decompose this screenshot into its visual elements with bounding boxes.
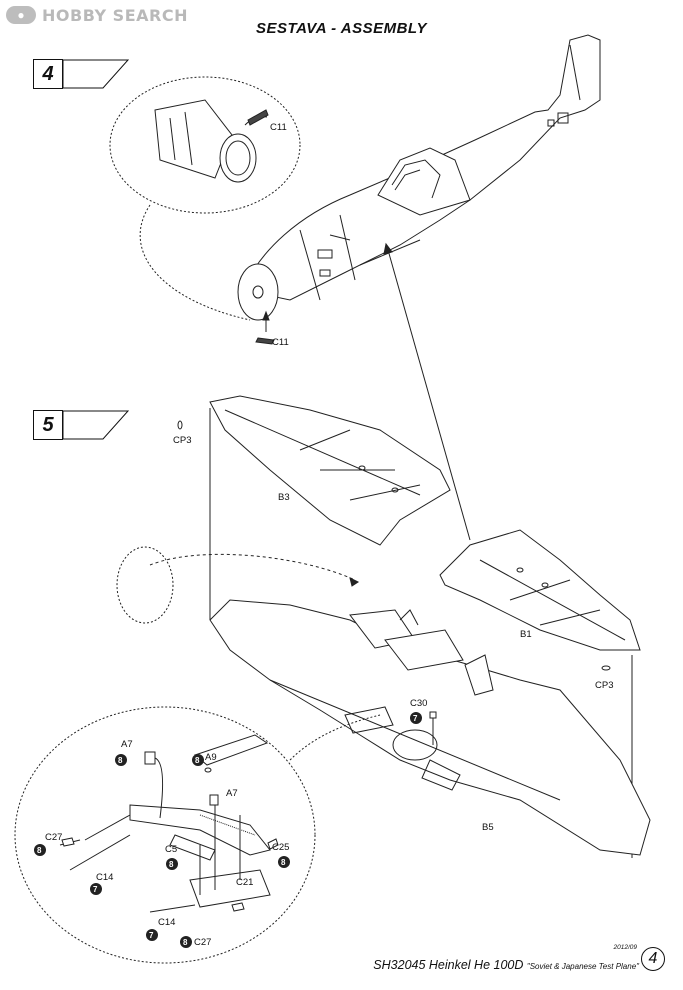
- label-cp3-left: CP3: [173, 435, 191, 446]
- propeller-outline: [116, 546, 174, 624]
- label-c27-bottom: C27: [194, 937, 211, 948]
- glue-mark-c14-bottom: 7: [146, 929, 158, 941]
- label-c27-left: C27: [45, 832, 62, 843]
- svg-text:8: 8: [183, 938, 188, 947]
- watermark-text: HOBBY SEARCH: [42, 5, 188, 25]
- detail-leader: [139, 204, 251, 321]
- label-c11-bottom: C11: [272, 337, 289, 348]
- step-tab-arrow-icon: [62, 59, 130, 89]
- step-number: 5: [33, 410, 63, 440]
- part-c11-top: [247, 109, 269, 126]
- cowling-detail: [154, 99, 268, 183]
- watermark-logo-icon: ●: [6, 6, 36, 24]
- label-b3: B3: [278, 492, 290, 503]
- label-a9: A9: [205, 752, 217, 763]
- step-number: 4: [33, 59, 63, 89]
- glue-mark-c25: 8: [278, 856, 290, 868]
- cockpit-leader: [289, 714, 381, 761]
- watermark: ● HOBBY SEARCH: [6, 4, 188, 26]
- label-a7-top: A7: [121, 739, 133, 750]
- label-c11-top: C11: [270, 122, 287, 133]
- svg-text:8: 8: [195, 756, 200, 765]
- svg-text:7: 7: [413, 714, 418, 723]
- step-tab-arrow-icon: [62, 410, 130, 440]
- label-c25: C25: [272, 842, 289, 853]
- part-c11-bottom: [255, 337, 275, 345]
- glue-mark-c27-bottom: 8: [180, 936, 192, 948]
- page-title: SESTAVA - ASSEMBLY: [256, 20, 427, 37]
- detail-circle-step4: [109, 76, 301, 214]
- part-cp3-right: [601, 665, 611, 671]
- footer-date: 2012/09: [613, 944, 638, 951]
- label-c14-top: C14: [96, 872, 113, 883]
- detail-circle-cockpit: [14, 706, 316, 964]
- glue-mark-a7-top: 8: [115, 754, 127, 766]
- label-c30: C30: [410, 698, 427, 709]
- label-cp3-right: CP3: [595, 680, 613, 691]
- label-b1: B1: [520, 629, 532, 640]
- svg-text:8: 8: [281, 858, 286, 867]
- step-4-tab: 4: [33, 59, 151, 89]
- step-5-tab: 5: [33, 410, 151, 440]
- glue-mark-c14-top: 7: [90, 883, 102, 895]
- svg-text:7: 7: [149, 931, 154, 940]
- svg-text:8: 8: [37, 846, 42, 855]
- glue-mark-c27-left: 8: [34, 844, 46, 856]
- glue-mark-a9: 8: [192, 754, 204, 766]
- label-a7-mid: A7: [226, 788, 238, 799]
- fuselage: [237, 34, 601, 321]
- label-c5: C5: [165, 844, 177, 855]
- product-name: SH32045 Heinkel He 100D: [373, 958, 524, 972]
- glue-mark-c5: 8: [166, 858, 178, 870]
- wing-upper-right-b1: [439, 529, 641, 651]
- product-subtitle: "Soviet & Japanese Test Plane": [526, 962, 639, 971]
- part-cp3-left: [177, 420, 183, 430]
- label-b5: B5: [482, 822, 494, 833]
- page-number: 4: [641, 947, 665, 971]
- wing-lower-b5: [209, 599, 651, 856]
- arrow-wing-to-fuselage: [387, 249, 471, 541]
- dashed-swing-arrow: [149, 553, 356, 581]
- label-c14-bottom: C14: [158, 917, 175, 928]
- label-c21: C21: [236, 877, 253, 888]
- wing-upper-left-b3: [209, 395, 451, 546]
- glue-mark-c30: 7: [410, 712, 422, 724]
- footer-product: SH32045 Heinkel He 100D "Soviet & Japane…: [373, 958, 639, 972]
- svg-text:7: 7: [93, 885, 98, 894]
- svg-text:8: 8: [118, 756, 123, 765]
- svg-text:8: 8: [169, 860, 174, 869]
- cockpit-assembly: [59, 734, 279, 913]
